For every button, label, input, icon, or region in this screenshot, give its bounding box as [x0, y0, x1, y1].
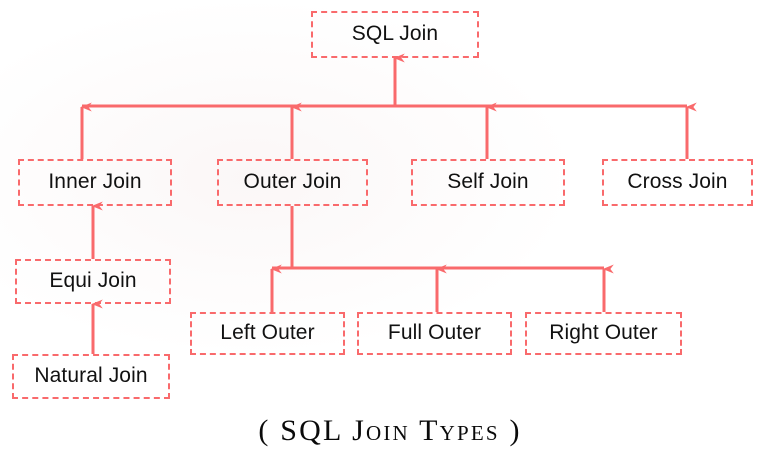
node-sql-join[interactable]: SQL Join: [311, 11, 479, 58]
node-equi-join[interactable]: Equi Join: [15, 259, 171, 304]
node-left-outer[interactable]: Left Outer: [190, 312, 345, 355]
node-right-outer[interactable]: Right Outer: [525, 312, 682, 355]
node-inner-join[interactable]: Inner Join: [18, 159, 172, 206]
node-cross-join[interactable]: Cross Join: [602, 159, 753, 206]
node-sql-join-label: SQL Join: [351, 22, 439, 45]
node-natural-join[interactable]: Natural Join: [12, 354, 170, 399]
diagram-caption: ( SQL Join Types ): [258, 414, 522, 447]
node-outer-join[interactable]: Outer Join: [217, 159, 368, 206]
node-cross-join-label: Cross Join: [627, 170, 728, 193]
node-self-join[interactable]: Self Join: [411, 159, 565, 206]
node-full-outer[interactable]: Full Outer: [357, 312, 512, 355]
node-full-outer-label: Full Outer: [387, 321, 482, 344]
node-left-outer-label: Left Outer: [220, 321, 315, 344]
node-right-outer-label: Right Outer: [549, 321, 658, 344]
node-equi-join-label: Equi Join: [49, 269, 137, 292]
node-inner-join-label: Inner Join: [48, 170, 142, 193]
node-self-join-label: Self Join: [447, 170, 529, 193]
node-outer-join-label: Outer Join: [243, 170, 342, 193]
node-natural-join-label: Natural Join: [34, 364, 148, 387]
